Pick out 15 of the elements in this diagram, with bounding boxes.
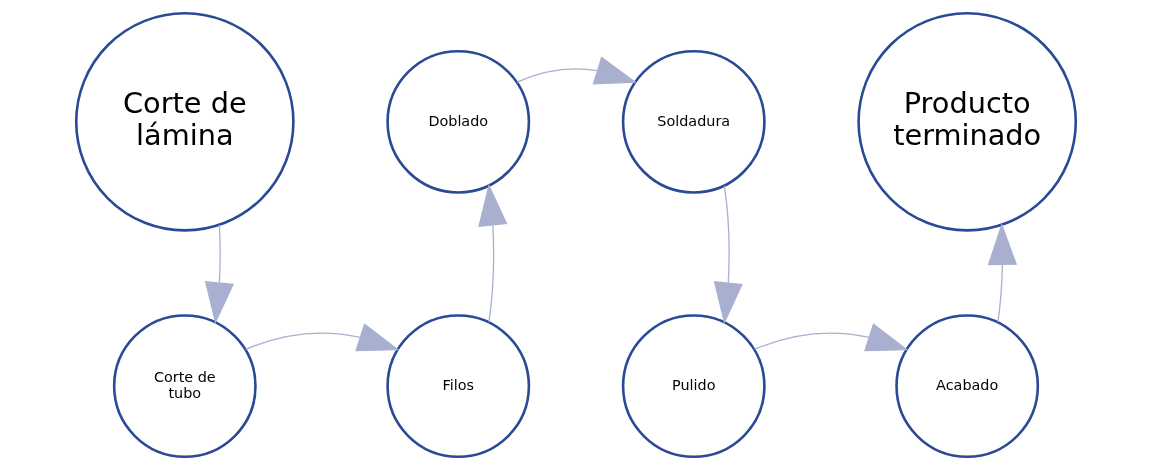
arrow — [245, 323, 400, 352]
node-circle: Producto terminado — [857, 11, 1078, 232]
node-circle: Doblado — [386, 49, 531, 194]
node-circle: Acabado — [895, 314, 1040, 459]
arrow — [478, 183, 508, 323]
node-circle: Filos — [386, 314, 531, 459]
node-circle: Corte de lámina — [74, 11, 295, 232]
arrow — [516, 56, 637, 85]
arrow — [713, 185, 743, 325]
node-circle: Pulido — [621, 314, 766, 459]
node-circle: Soldadura — [621, 49, 766, 194]
node-circle: Corte de tubo — [112, 314, 257, 459]
arrow — [204, 224, 234, 325]
arrow — [987, 223, 1018, 323]
arrow — [753, 323, 909, 352]
